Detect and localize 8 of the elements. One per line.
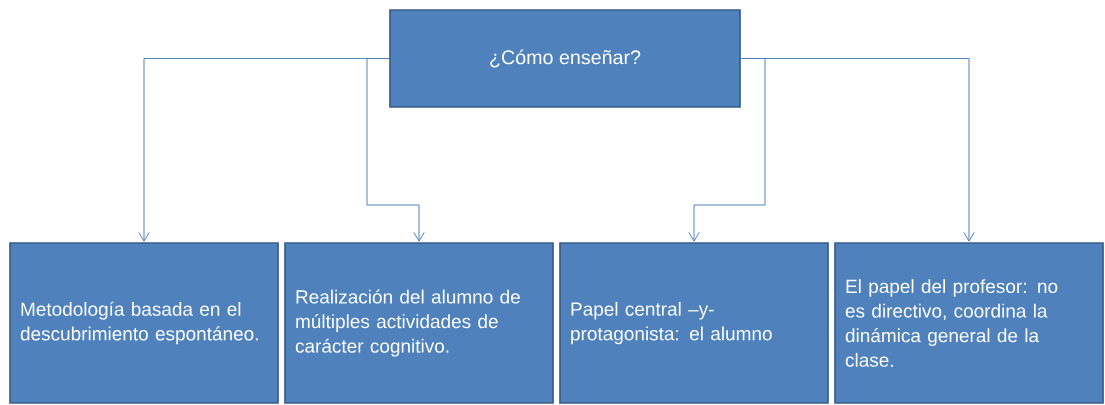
heading-box: ¿Cómo enseñar?: [389, 9, 741, 108]
text-box: Realización del alumno de múltiples actividades de carácter cognitivo.: [284, 242, 554, 404]
text-box: El papel del profesor: no es directivo, coordina la dinámica general de la clase.: [834, 242, 1104, 404]
text-box: Papel central –y- protagonista: el alumno: [559, 242, 829, 404]
text-box: Metodología basada en el descubrimiento espontáneo.: [9, 242, 279, 404]
arrow: [366, 58, 425, 242]
arrow: [688, 58, 766, 242]
arrow: [740, 58, 975, 242]
